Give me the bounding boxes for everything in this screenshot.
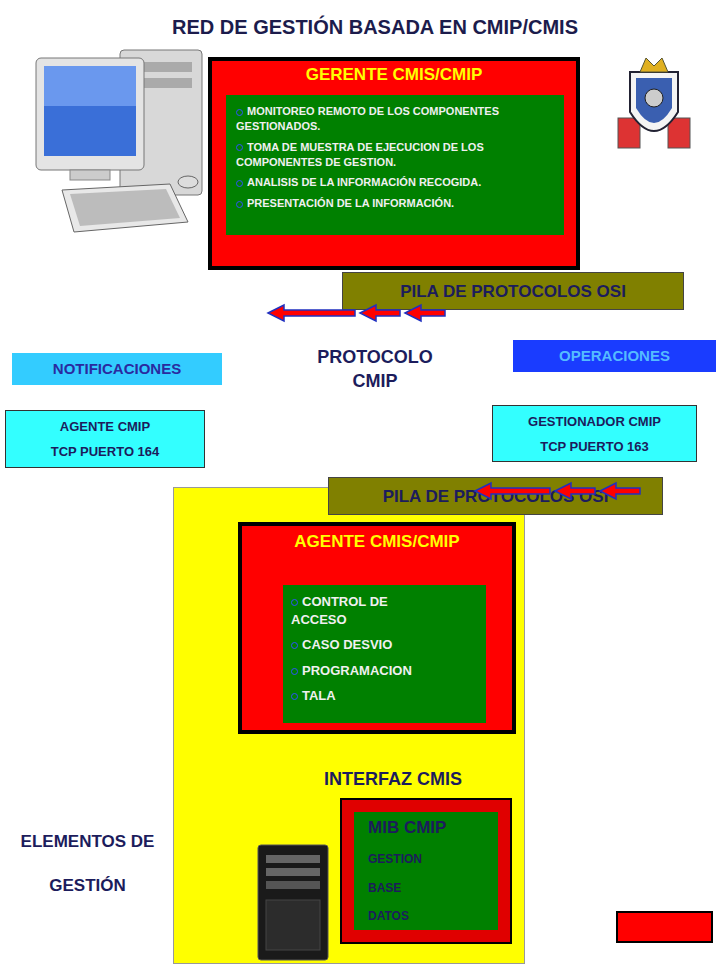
crest-crown	[640, 58, 668, 72]
crest-flag	[668, 118, 690, 148]
box-text: MONITOREO REMOTO DE LOS COMPONENTES GEST…	[236, 104, 554, 134]
box-text: CONTROL DE ACCESO	[291, 593, 421, 628]
box-text: CASO DESVIO	[291, 636, 421, 654]
box-text: TCP PUERTO 163	[493, 439, 696, 455]
free-label: PROTOCOLO CMIP	[300, 345, 450, 393]
box-text: TOMA DE MUESTRA DE EJECUCION DE LOS COMP…	[236, 140, 554, 170]
box-text: NOTIFICACIONES	[12, 360, 222, 378]
free-label: ELEMENTOS DE GESTIÓN	[0, 820, 175, 908]
box-text: PILA DE PROTOCOLOS OSI	[343, 282, 683, 302]
box-text: OPERACIONES	[513, 347, 716, 365]
pc-mouse	[178, 176, 198, 188]
function-list: MONITOREO REMOTO DE LOS COMPONENTES GEST…	[226, 95, 564, 235]
protocol-stack-band: PILA DE PROTOCOLOS OSI	[342, 272, 684, 310]
crest-emblem	[645, 89, 663, 107]
operations-box: OPERACIONES	[513, 340, 716, 372]
crest-field	[636, 78, 672, 123]
agent-port-box: AGENTE CMIP TCP PUERTO 164	[5, 410, 205, 468]
red-marker	[617, 912, 712, 942]
box-text: GERENTE CMIS/CMIP	[212, 65, 576, 85]
pc-keyboard	[62, 184, 188, 232]
crest-flag	[618, 118, 640, 148]
box-text: AGENTE CMIP	[6, 419, 204, 435]
box-text: PROGRAMACION	[291, 662, 421, 680]
arrow-group	[268, 305, 640, 499]
pc-drive	[130, 62, 192, 72]
computer-illustration	[36, 50, 202, 232]
agent-function-list: CONTROL DE ACCESO CASO DESVIO PROGRAMACION…	[283, 585, 486, 723]
box-text: PRESENTACIÓN DE LA INFORMACIÓN.	[236, 196, 554, 211]
protocol-stack-band: PILA DE PROTOCOLOS OSI	[328, 477, 663, 515]
box-text: TALA	[291, 687, 421, 705]
box-text: GESTION	[368, 852, 498, 866]
pc-drive	[130, 78, 192, 88]
box-text: BASE	[368, 881, 498, 895]
notifications-box: NOTIFICACIONES	[12, 353, 222, 385]
box-text: GESTIONADOR CMIP	[493, 414, 696, 430]
diagram-title: RED DE GESTIÓN BASADA EN CMIP/CMIS	[0, 16, 728, 39]
pc-tower	[120, 50, 202, 195]
crest-illustration	[618, 58, 690, 148]
box-text: ANALISIS DE LA INFORMACIÓN RECOGIDA.	[236, 175, 554, 190]
manager-box: GERENTE CMIS/CMIP MONITOREO REMOTO DE LOS…	[208, 57, 580, 270]
managed-element-area: INTERFAZ CMIS AGENTE CMIS/CMIP CONTROL DE …	[173, 487, 525, 964]
pc-monitor	[36, 58, 144, 170]
pc-screen-glare	[44, 66, 136, 106]
crest-shield	[630, 72, 678, 131]
box-heading: MIB CMIP	[368, 818, 498, 838]
pc-keys	[70, 189, 180, 226]
pc-screen	[44, 66, 136, 156]
box-text: DATOS	[368, 909, 498, 923]
box-text: INTERFAZ CMIS	[324, 769, 462, 791]
agent-box: AGENTE CMIS/CMIP CONTROL DE ACCESO CASO DE…	[238, 522, 516, 734]
box-text: PILA DE PROTOCOLOS OSI	[329, 487, 662, 507]
mib-box: MIB CMIP GESTION BASE DATOS	[342, 800, 510, 942]
box-text: AGENTE CMIS/CMIP	[242, 532, 512, 552]
manager-port-box: GESTIONADOR CMIP TCP PUERTO 163	[492, 405, 697, 462]
box-text: TCP PUERTO 164	[6, 444, 204, 460]
pc-stand	[70, 170, 110, 180]
